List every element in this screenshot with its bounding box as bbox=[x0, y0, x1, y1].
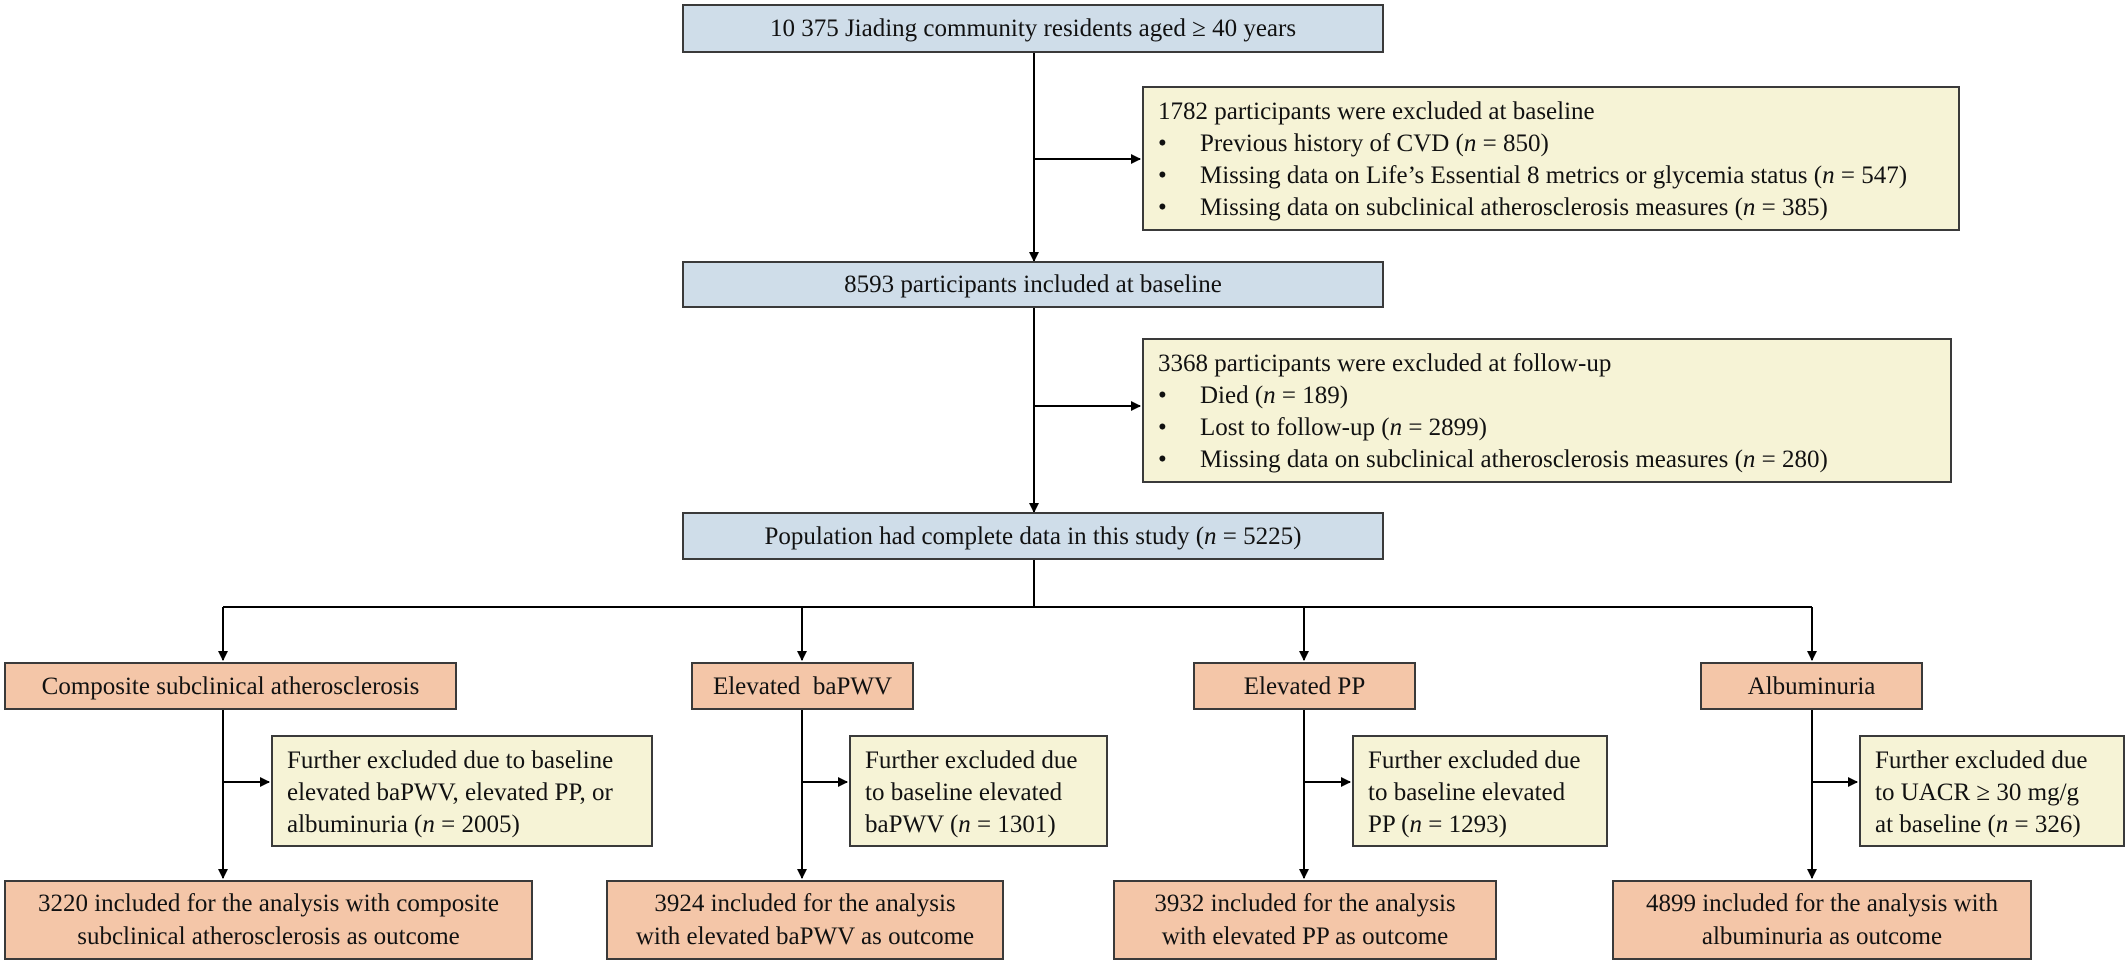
baseline-included-text: 8593 participants included at baseline bbox=[844, 271, 1222, 298]
baseline-included-box: 8593 participants included at baseline bbox=[682, 261, 1384, 308]
outcome-albuminuria-final-box: 4899 included for the analysis with albu… bbox=[1612, 880, 2032, 960]
outcome-composite-exclusion-box: Further excluded due to baseline elevate… bbox=[271, 735, 653, 847]
outcome-name: Elevated PP bbox=[1243, 672, 1366, 700]
outcome-pp-box: Elevated PP bbox=[1193, 662, 1416, 710]
outcome-pp-exclusion-box: Further excluded due to baseline elevate… bbox=[1352, 735, 1608, 847]
outcome-composite-box: Composite subclinical atherosclerosis bbox=[4, 662, 457, 710]
outcome-name: Albuminuria bbox=[1747, 672, 1876, 700]
followup-exclusion-title: 3368 participants were excluded at follo… bbox=[1158, 350, 1612, 377]
outcome-pp-final-box: 3932 included for the analysis with elev… bbox=[1113, 880, 1497, 960]
outcome-albuminuria-exclusion-box: Further excluded due to UACR ≥ 30 mg/g a… bbox=[1859, 735, 2125, 847]
baseline-exclusion-item: • Missing data on Life’s Essential 8 met… bbox=[1158, 162, 1908, 189]
outcome-name: Composite subclinical atherosclerosis bbox=[41, 672, 420, 700]
start-population-text: 10 375 Jiading community residents aged … bbox=[769, 15, 1297, 42]
outcome-bapwv-box: Elevated baPWV bbox=[691, 662, 914, 710]
baseline-exclusion-box: 1782 participants were excluded at basel… bbox=[1142, 86, 1960, 231]
followup-exclusion-item: • Lost to follow-up (n = 2899) bbox=[1158, 414, 1488, 441]
outcome-bapwv-exclusion-box: Further excluded due to baseline elevate… bbox=[849, 735, 1108, 847]
baseline-exclusion-item: • Previous history of CVD (n = 850) bbox=[1158, 130, 1549, 157]
followup-exclusion-item: • Died (n = 189) bbox=[1158, 382, 1349, 409]
outcome-composite-final-box: 3220 included for the analysis with comp… bbox=[4, 880, 533, 960]
complete-population-box: Population had complete data in this stu… bbox=[682, 512, 1384, 560]
start-population-box: 10 375 Jiading community residents aged … bbox=[682, 4, 1384, 53]
outcome-bapwv-final-box: 3924 included for the analysis with elev… bbox=[606, 880, 1004, 960]
complete-population-text: Population had complete data in this stu… bbox=[764, 522, 1302, 550]
outcome-name: Elevated baPWV bbox=[712, 672, 893, 700]
baseline-exclusion-item: • Missing data on subclinical atheroscle… bbox=[1158, 194, 1828, 221]
outcome-albuminuria-box: Albuminuria bbox=[1700, 662, 1923, 710]
followup-exclusion-box: 3368 participants were excluded at follo… bbox=[1142, 338, 1952, 483]
baseline-exclusion-title: 1782 participants were excluded at basel… bbox=[1158, 98, 1595, 125]
followup-exclusion-item: • Missing data on subclinical atheroscle… bbox=[1158, 446, 1828, 473]
